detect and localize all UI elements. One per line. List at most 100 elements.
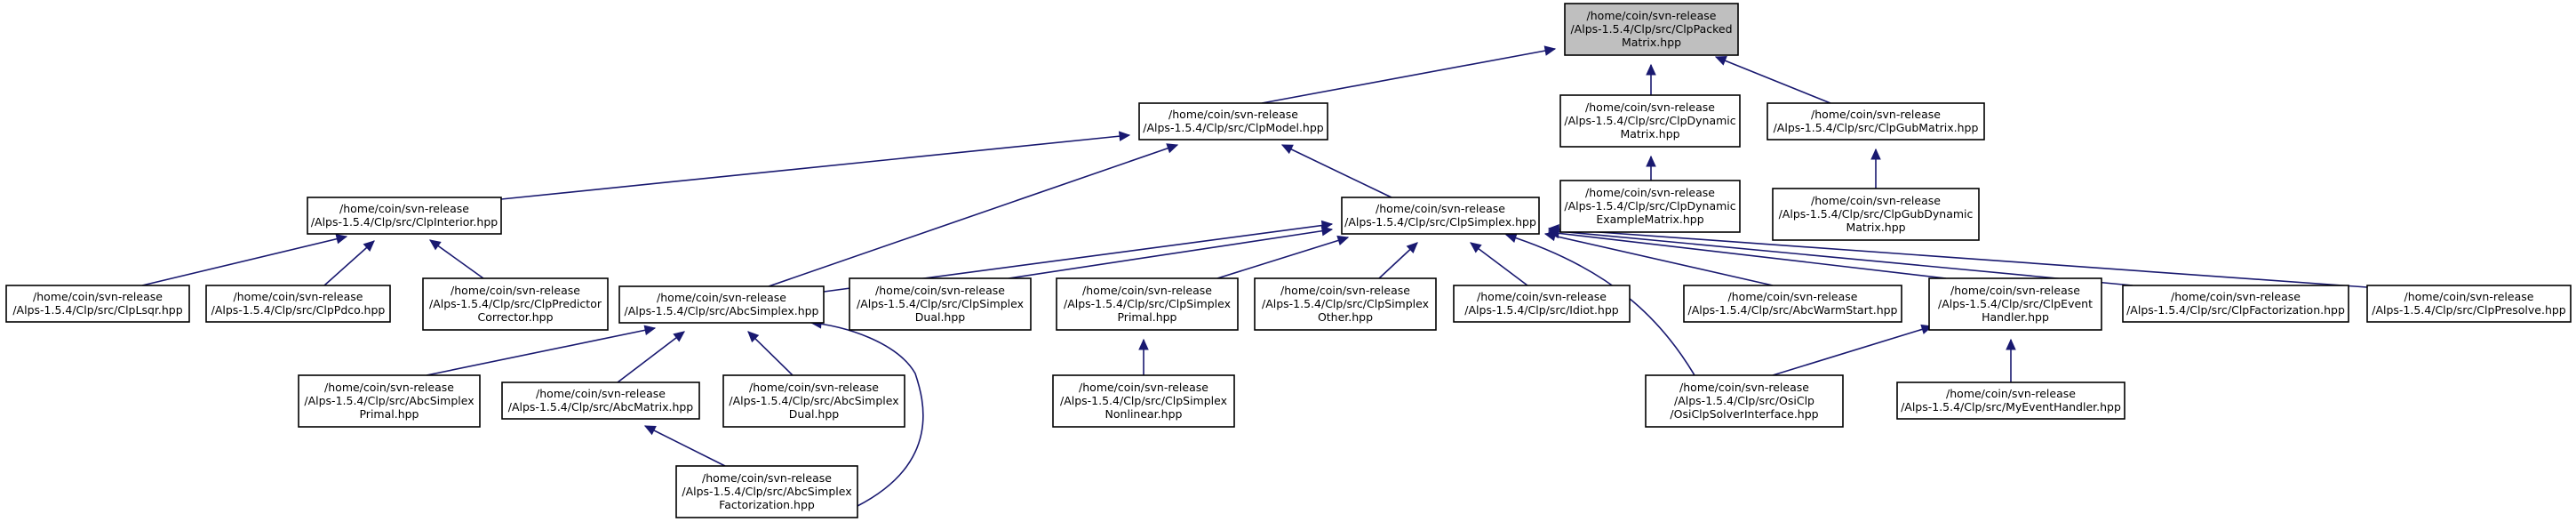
- arrow-head-icon: [1280, 144, 1294, 155]
- edge-line: [426, 327, 656, 376]
- node-ClpPackedMatrix: /home/coin/svn-release/Alps-1.5.4/Clp/sr…: [1564, 3, 1739, 56]
- node-label-line: /home/coin/svn-release: [33, 290, 163, 303]
- node-box: [1683, 285, 1902, 323]
- node-label-line: /Alps-1.5.4/Clp/src/AbcSimplex.hpp: [624, 304, 818, 317]
- node-label-line: /home/coin/svn-release: [234, 290, 363, 303]
- node-box: [1645, 374, 1844, 428]
- node-label-line: /home/coin/svn-release: [2171, 290, 2301, 303]
- node-ClpPdco[interactable]: /home/coin/svn-release/Alps-1.5.4/Clp/sr…: [205, 285, 391, 323]
- edge-line: [500, 134, 1130, 200]
- node-AbcSimplexFactorization[interactable]: /home/coin/svn-release/Alps-1.5.4/Clp/sr…: [675, 465, 858, 518]
- arrow-head-icon: [747, 331, 760, 343]
- edge-AbcSimplex-to-ClpModel: [768, 143, 1179, 287]
- arrow-head-icon: [1138, 338, 1149, 350]
- node-box: [1052, 374, 1235, 428]
- node-ClpSimplexPrimal[interactable]: /home/coin/svn-release/Alps-1.5.4/Clp/sr…: [1056, 277, 1239, 331]
- node-label-line: Matrix.hpp: [1622, 36, 1681, 49]
- edge-AbcWarmStart-to-ClpSimplex: [1543, 230, 1774, 286]
- arrow-head-icon: [1646, 63, 1656, 76]
- node-label-line: /home/coin/svn-release: [1587, 9, 1717, 22]
- node-MyEventHandler[interactable]: /home/coin/svn-release/Alps-1.5.4/Clp/sr…: [1896, 381, 2125, 420]
- edge-line: [1470, 242, 1528, 286]
- arrow-head-icon: [363, 240, 375, 252]
- edge-ClpInterior-to-ClpModel: [500, 131, 1131, 200]
- node-ClpFactorization[interactable]: /home/coin/svn-release/Alps-1.5.4/Clp/sr…: [2122, 285, 2349, 323]
- node-label-line: /Alps-1.5.4/Clp/src/ClpPdco.hpp: [211, 303, 386, 317]
- edge-line: [747, 331, 794, 376]
- node-label-line: Primal.hpp: [1117, 310, 1176, 324]
- node-ClpSimplexDual[interactable]: /home/coin/svn-release/Alps-1.5.4/Clp/sr…: [849, 277, 1032, 331]
- node-box: [1896, 381, 2125, 420]
- node-label-line: /Alps-1.5.4/Clp/src/ClpSimplex: [1064, 297, 1231, 310]
- node-ClpDynamicMatrix[interactable]: /home/coin/svn-release/Alps-1.5.4/Clp/sr…: [1559, 94, 1741, 148]
- node-ClpSimplexNonlinear[interactable]: /home/coin/svn-release/Alps-1.5.4/Clp/sr…: [1052, 374, 1235, 428]
- node-label-line: /home/coin/svn-release: [2405, 290, 2534, 303]
- edge-OsiClpSolverInterface-to-ClpEventHandler: [1772, 324, 1934, 376]
- arrow-head-icon: [1504, 232, 1518, 244]
- nodes-layer: /home/coin/svn-release/Alps-1.5.4/Clp/sr…: [5, 3, 2572, 518]
- node-AbcSimplexDual[interactable]: /home/coin/svn-release/Alps-1.5.4/Clp/sr…: [722, 374, 905, 428]
- node-ClpSimplex[interactable]: /home/coin/svn-release/Alps-1.5.4/Clp/sr…: [1341, 197, 1540, 235]
- node-label-line: Corrector.hpp: [477, 310, 553, 324]
- node-label-line: /Alps-1.5.4/Clp/src/ClpPredictor: [429, 297, 602, 310]
- edge-line: [1548, 228, 2368, 288]
- node-label-line: /home/coin/svn-release: [1811, 108, 1941, 121]
- edge-AbcSimplexDual-to-AbcSimplex: [747, 331, 794, 376]
- arrow-head-icon: [429, 239, 442, 251]
- edge-ClpSimplexDual-to-ClpSimplex: [1008, 226, 1334, 279]
- node-label-line: /home/coin/svn-release: [875, 284, 1005, 297]
- node-label-line: /home/coin/svn-release: [1679, 381, 1809, 394]
- node-AbcSimplexPrimal[interactable]: /home/coin/svn-release/Alps-1.5.4/Clp/sr…: [298, 374, 481, 428]
- node-box: [1772, 188, 1980, 241]
- node-label-line: /home/coin/svn-release: [1950, 284, 2080, 297]
- node-label-line: Primal.hpp: [359, 407, 419, 421]
- arrow-head-icon: [1336, 235, 1350, 245]
- edge-ClpModel-to-ClpPackedMatrix: [1261, 45, 1557, 104]
- node-ClpPredictorCorrector[interactable]: /home/coin/svn-release/Alps-1.5.4/Clp/sr…: [422, 277, 609, 331]
- arrow-head-icon: [335, 234, 348, 245]
- node-ClpDynamicExampleMatrix[interactable]: /home/coin/svn-release/Alps-1.5.4/Clp/sr…: [1559, 180, 1741, 233]
- node-ClpPresolve[interactable]: /home/coin/svn-release/Alps-1.5.4/Clp/sr…: [2366, 285, 2572, 323]
- node-label-line: /Alps-1.5.4/Clp/src/ClpPacked: [1570, 22, 1732, 36]
- node-label-line: /Alps-1.5.4/Clp/src/AbcSimplex: [682, 485, 851, 498]
- node-label-line: /Alps-1.5.4/Clp/src/ClpDynamic: [1564, 199, 1735, 213]
- node-label-line: /home/coin/svn-release: [1585, 100, 1715, 114]
- node-box: [1056, 277, 1239, 331]
- node-box: [1559, 94, 1741, 148]
- node-OsiClpSolverInterface[interactable]: /home/coin/svn-release/Alps-1.5.4/Clp/sr…: [1645, 374, 1844, 428]
- arrow-head-icon: [1870, 148, 1881, 160]
- edge-line: [644, 425, 726, 467]
- node-ClpSimplexOther[interactable]: /home/coin/svn-release/Alps-1.5.4/Clp/sr…: [1254, 277, 1437, 331]
- edge-line: [1261, 48, 1556, 104]
- node-ClpInterior[interactable]: /home/coin/svn-release/Alps-1.5.4/Clp/sr…: [307, 197, 502, 235]
- node-ClpGubMatrix[interactable]: /home/coin/svn-release/Alps-1.5.4/Clp/sr…: [1767, 102, 1985, 141]
- node-label-line: /home/coin/svn-release: [1811, 194, 1941, 207]
- edge-line: [429, 239, 484, 279]
- node-ClpModel[interactable]: /home/coin/svn-release/Alps-1.5.4/Clp/sr…: [1138, 102, 1328, 141]
- edge-line: [141, 236, 347, 286]
- node-AbcMatrix[interactable]: /home/coin/svn-release/Alps-1.5.4/Clp/sr…: [501, 381, 700, 420]
- edge-line: [810, 322, 924, 507]
- node-label-line: /home/coin/svn-release: [657, 291, 786, 304]
- edge-line: [1008, 229, 1333, 279]
- node-AbcWarmStart[interactable]: /home/coin/svn-release/Alps-1.5.4/Clp/sr…: [1683, 285, 1902, 323]
- edge-ClpDynamicMatrix-to-ClpPackedMatrix: [1646, 63, 1656, 95]
- node-box: [722, 374, 905, 428]
- node-ClpEventHandler[interactable]: /home/coin/svn-release/Alps-1.5.4/Clp/sr…: [1928, 277, 2102, 331]
- node-label-line: /Alps-1.5.4/Clp/src/OsiClp: [1674, 394, 1814, 407]
- node-Idiot[interactable]: /home/coin/svn-release/Alps-1.5.4/Clp/sr…: [1453, 285, 1631, 323]
- node-label-line: /home/coin/svn-release: [1946, 387, 2076, 400]
- arrow-head-icon: [1406, 242, 1418, 254]
- node-AbcSimplex[interactable]: /home/coin/svn-release/Alps-1.5.4/Clp/sr…: [618, 285, 825, 324]
- node-ClpGubDynamicMatrix[interactable]: /home/coin/svn-release/Alps-1.5.4/Clp/sr…: [1772, 188, 1980, 241]
- node-box: [307, 197, 502, 235]
- edge-ClpSimplexPrimal-to-ClpSimplex: [1216, 235, 1350, 279]
- node-label-line: Dual.hpp: [915, 310, 966, 324]
- node-ClpLsqr[interactable]: /home/coin/svn-release/Alps-1.5.4/Clp/sr…: [5, 285, 190, 323]
- edge-line: [1715, 56, 1831, 104]
- node-box: [1559, 180, 1741, 233]
- node-label-line: /home/coin/svn-release: [536, 387, 666, 400]
- node-box: [675, 465, 858, 518]
- node-label-line: /home/coin/svn-release: [749, 381, 879, 394]
- node-label-line: /home/coin/svn-release: [324, 381, 454, 394]
